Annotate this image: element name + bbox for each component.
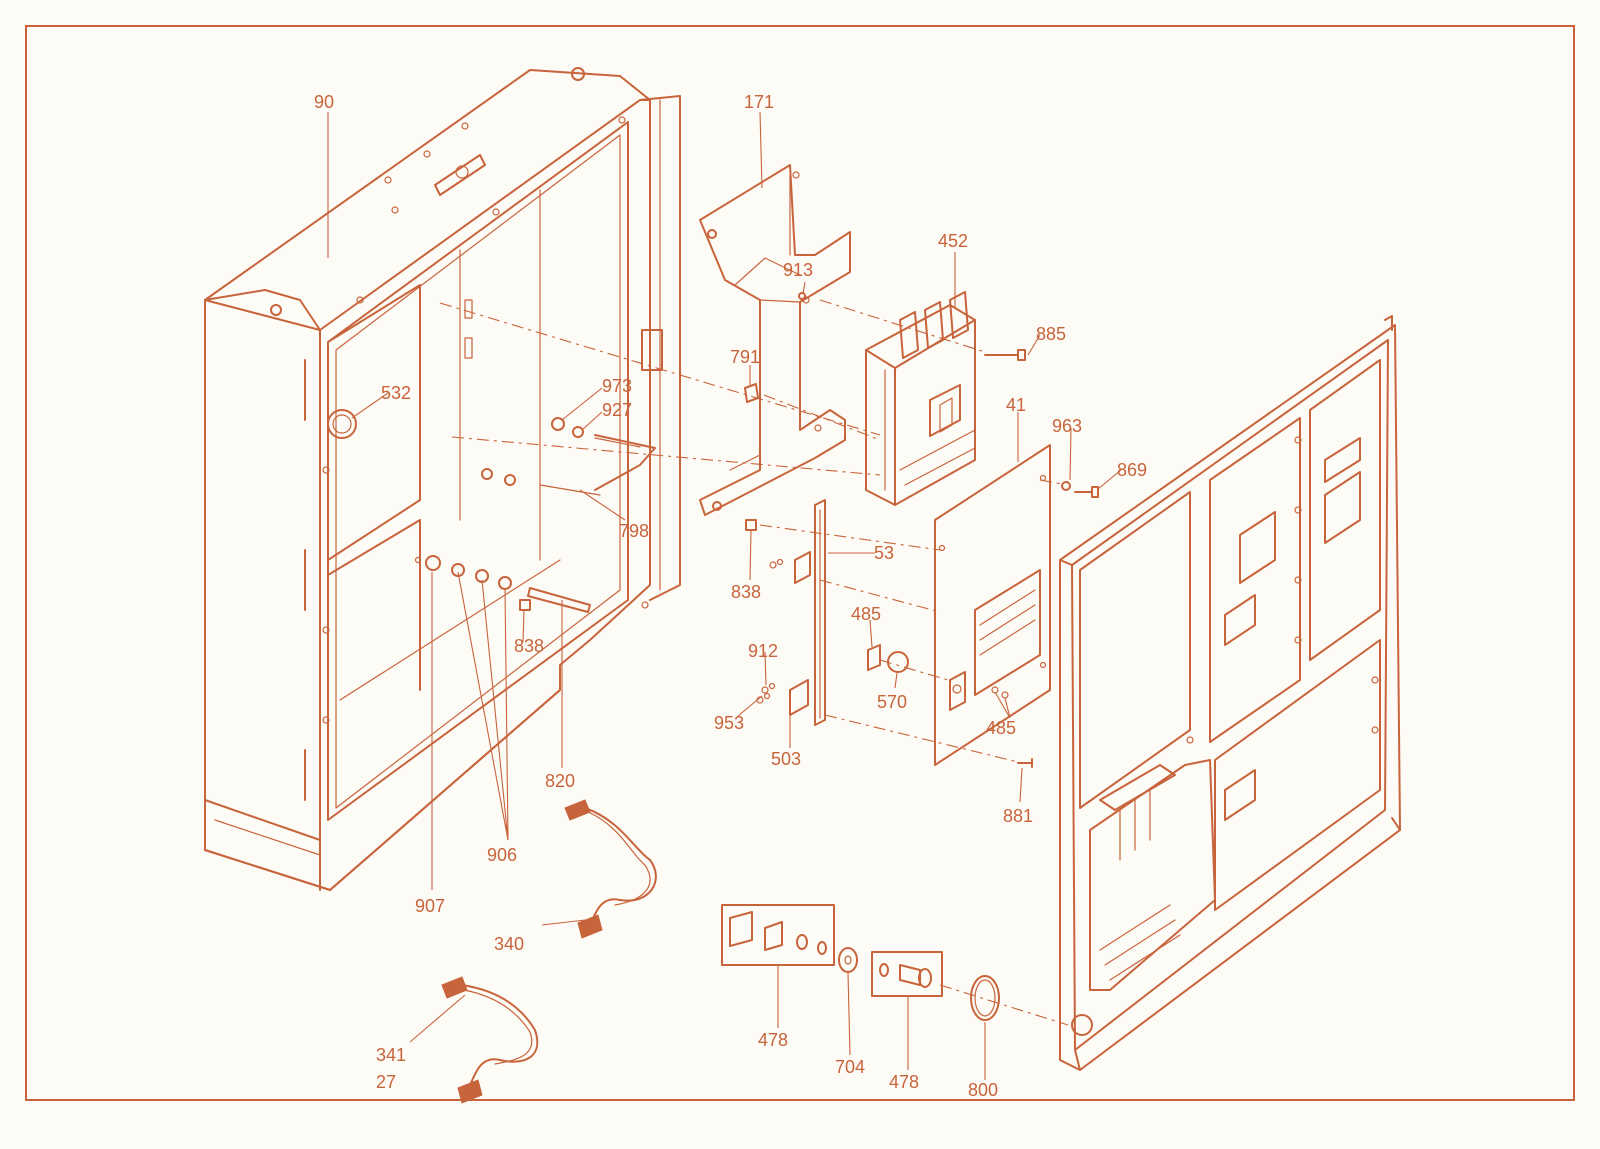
diagram-frame bbox=[25, 25, 1575, 1101]
circuit-breaker-part-452 bbox=[865, 291, 976, 506]
callout-912: 912 bbox=[748, 641, 778, 661]
callout-798: 798 bbox=[619, 521, 649, 541]
callout-820: 820 bbox=[545, 771, 575, 791]
mounting-plate-part-41 bbox=[934, 444, 1051, 766]
callout-452: 452 bbox=[938, 231, 968, 251]
callout-53: 53 bbox=[874, 543, 894, 563]
cable-harness-341 bbox=[441, 976, 539, 1104]
alignment-lines bbox=[439, 299, 1069, 1026]
callout-341: 341 bbox=[376, 1045, 406, 1065]
leader-lines bbox=[327, 111, 1122, 1080]
callout-41: 41 bbox=[1006, 395, 1026, 415]
callout-340: 340 bbox=[494, 934, 524, 954]
din-rail-part-53 bbox=[756, 499, 1009, 726]
callout-881: 881 bbox=[1003, 806, 1033, 826]
callout-478-b: 478 bbox=[889, 1072, 919, 1092]
callout-869: 869 bbox=[1117, 460, 1147, 480]
callout-485-b: 485 bbox=[986, 718, 1016, 738]
callout-838-a: 838 bbox=[731, 582, 761, 602]
callout-913: 913 bbox=[783, 260, 813, 280]
callout-927: 927 bbox=[602, 400, 632, 420]
gasket-part-800 bbox=[970, 975, 1000, 1021]
door-panel bbox=[1059, 315, 1401, 1071]
callout-838-b: 838 bbox=[514, 636, 544, 656]
switch-assembly-478 bbox=[721, 904, 835, 966]
callout-791: 791 bbox=[730, 347, 760, 367]
pushbutton-assembly-478 bbox=[871, 951, 943, 997]
callout-90: 90 bbox=[314, 92, 334, 112]
callout-503: 503 bbox=[771, 749, 801, 769]
callout-906: 906 bbox=[487, 845, 517, 865]
callout-27: 27 bbox=[376, 1072, 396, 1092]
callout-532: 532 bbox=[381, 383, 411, 403]
callout-953: 953 bbox=[714, 713, 744, 733]
callout-885: 885 bbox=[1036, 324, 1066, 344]
washer-part-704 bbox=[838, 947, 858, 973]
callout-907: 907 bbox=[415, 896, 445, 916]
callout-963: 963 bbox=[1052, 416, 1082, 436]
bracket-part-171 bbox=[699, 164, 851, 516]
callout-478-a: 478 bbox=[758, 1030, 788, 1050]
callout-570: 570 bbox=[877, 692, 907, 712]
callout-800: 800 bbox=[968, 1080, 998, 1100]
enclosure-part-90 bbox=[204, 67, 681, 891]
callout-labels: 90 171 452 913 885 791 532 973 927 41 96… bbox=[314, 92, 1147, 1100]
callout-171: 171 bbox=[744, 92, 774, 112]
callout-485-a: 485 bbox=[851, 604, 881, 624]
callout-704: 704 bbox=[835, 1057, 865, 1077]
callout-973: 973 bbox=[602, 376, 632, 396]
cable-harness-340 bbox=[564, 799, 657, 939]
